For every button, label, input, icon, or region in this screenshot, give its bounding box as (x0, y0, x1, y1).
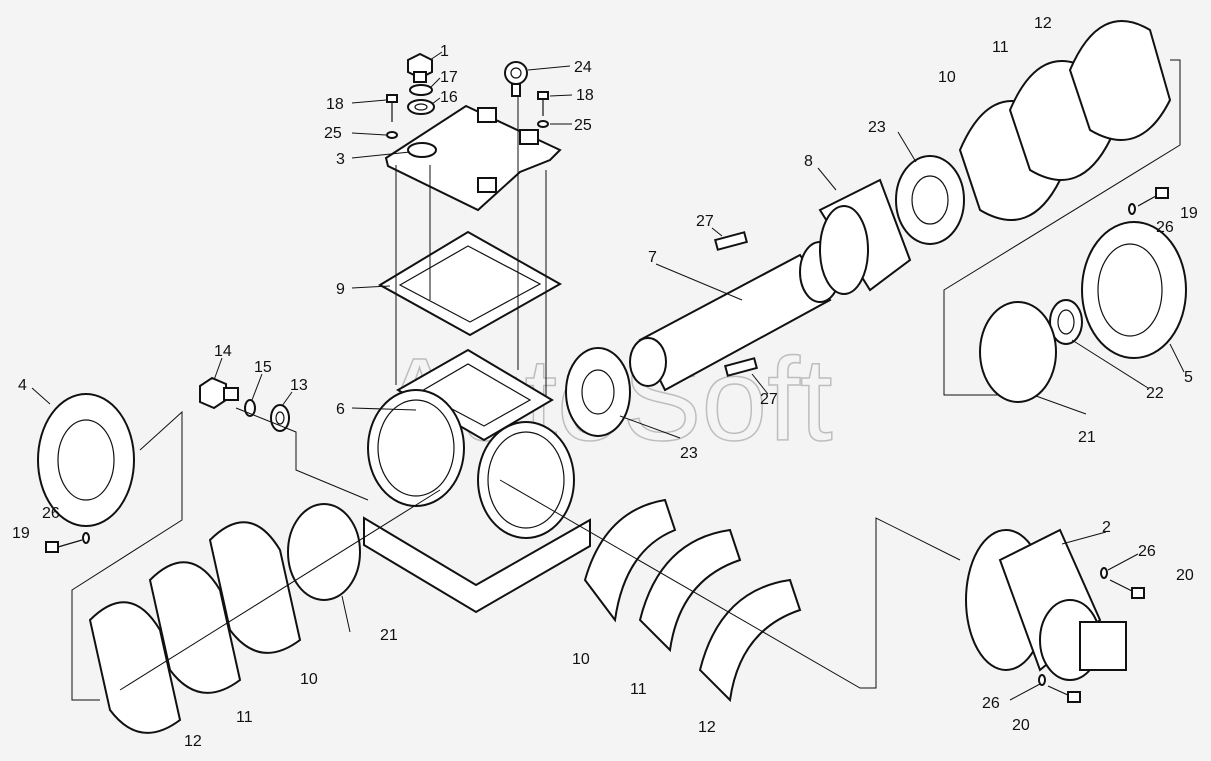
label-7: 7 (648, 249, 657, 266)
part-27-key-bottom (723, 357, 759, 377)
part-19-bolt-left (45, 539, 83, 553)
part-16-washer (407, 99, 435, 115)
label-leaders (31, 51, 1185, 701)
part-12-shim-left (88, 601, 182, 734)
label-17: 17 (440, 69, 458, 86)
label-26-right-mid: 26 (1138, 543, 1156, 560)
part-23-bearing-upper (895, 155, 966, 245)
label-12-bottom: 12 (698, 719, 716, 736)
label-11-left: 11 (236, 709, 253, 726)
part-12-shim-right-top (1068, 20, 1172, 141)
label-12-right: 12 (1034, 15, 1052, 32)
part-11-shim-left (148, 561, 242, 694)
label-21-left: 21 (380, 627, 398, 644)
part-20-bolt-upper (1109, 579, 1145, 599)
label-26-left: 26 (42, 505, 60, 522)
part-5-bearing-cover (1081, 221, 1188, 359)
label-3: 3 (336, 151, 345, 168)
part-6-housing (363, 348, 591, 614)
label-18-left: 18 (326, 96, 344, 113)
label-24: 24 (574, 59, 592, 76)
part-3-cover (384, 104, 562, 212)
label-26-right-top: 26 (1156, 219, 1174, 236)
part-19-bolt-right (1137, 187, 1169, 207)
label-4: 4 (18, 377, 27, 394)
label-20-upper: 20 (1176, 567, 1194, 584)
label-19-right: 19 (1180, 205, 1198, 222)
part-13-washer (270, 404, 290, 432)
part-27-key-top (713, 231, 749, 251)
label-5: 5 (1184, 369, 1193, 386)
label-1: 1 (440, 43, 449, 60)
label-26-right-bottom: 26 (982, 695, 1000, 712)
label-19-left: 19 (12, 525, 30, 542)
part-18-bolt-left (386, 94, 398, 139)
part-23-bearing-lower (565, 347, 632, 437)
label-15: 15 (254, 359, 272, 376)
label-11-right: 11 (992, 39, 1009, 56)
part-20-bolt-lower (1047, 685, 1081, 703)
part-21-oring-right (979, 301, 1057, 403)
label-23-lower: 23 (680, 445, 698, 462)
label-16: 16 (440, 89, 458, 106)
label-20-lower: 20 (1012, 717, 1030, 734)
part-10-shim-bottom (583, 498, 677, 623)
label-12-left: 12 (184, 733, 202, 750)
label-21-right: 21 (1078, 429, 1096, 446)
part-1-plug (407, 52, 433, 83)
label-9: 9 (336, 281, 345, 298)
part-9-gasket (378, 230, 563, 337)
label-27-bottom: 27 (760, 391, 778, 408)
part-2-differential (965, 528, 1127, 681)
label-11-bottom: 11 (630, 681, 647, 698)
label-23-upper: 23 (868, 119, 886, 136)
part-22-seal (1049, 299, 1084, 345)
part-4-flange (37, 393, 136, 527)
part-17-ring (409, 84, 433, 96)
label-22: 22 (1146, 385, 1164, 402)
label-14: 14 (214, 343, 232, 360)
part-15-ring (244, 399, 256, 417)
label-13: 13 (290, 377, 308, 394)
label-25-right: 25 (574, 117, 592, 134)
part-26-washer-right-mid (1100, 567, 1108, 579)
label-10-left: 10 (300, 671, 318, 688)
part-14-plug (199, 376, 239, 410)
part-8-bevel-gear (818, 178, 912, 295)
label-6: 6 (336, 401, 345, 418)
part-26-washer-right-top (1128, 203, 1136, 215)
label-18-right: 18 (576, 87, 594, 104)
label-27-top: 27 (696, 213, 714, 230)
part-21-oring-left (287, 503, 361, 601)
part-24-eye-bolt (504, 61, 528, 97)
part-18-bolt-right (537, 91, 549, 128)
part-26-washer-left (82, 532, 90, 544)
label-25-left: 25 (324, 125, 342, 142)
label-2: 2 (1102, 519, 1111, 536)
label-10-bottom: 10 (572, 651, 590, 668)
part-labels: 1 17 16 18 25 3 24 18 25 9 6 14 15 13 4 … (12, 15, 1198, 750)
part-12-shim-bottom (698, 578, 802, 703)
label-10-right: 10 (938, 69, 956, 86)
part-26-washer-right-bottom (1038, 674, 1046, 686)
label-8: 8 (804, 153, 813, 170)
